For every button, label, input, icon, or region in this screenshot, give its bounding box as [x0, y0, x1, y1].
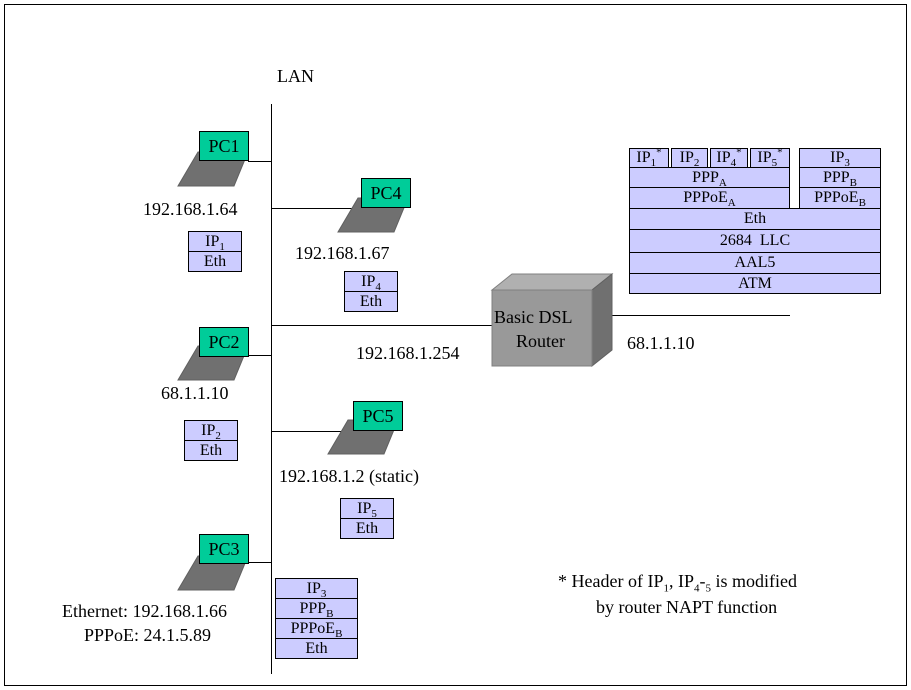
pc5-stack-eth: Eth [340, 518, 394, 539]
pc2-address: 68.1.1.10 [161, 383, 229, 403]
pc2-stack-ip: IP2 [184, 420, 238, 441]
pc2-label: PC2 [199, 327, 249, 357]
pc3-stack-ppp: PPPB [275, 598, 358, 619]
pc3-stack-pppoe: PPPoEB [275, 618, 358, 639]
pc5-address: 192.168.1.2 (static) [279, 466, 419, 486]
router-stack-eth: Eth [629, 208, 881, 230]
router-stack-ip2: IP2 [671, 148, 708, 168]
pc3-label: PC3 [199, 534, 249, 564]
pc4-stack-ip: IP4 [344, 271, 398, 292]
router-stack-ip3: IP3 [799, 148, 881, 168]
pc1-label: PC1 [199, 131, 249, 161]
router-wan-link [605, 315, 790, 316]
pc4-link [271, 208, 363, 209]
lan-backbone [271, 104, 272, 674]
router-stack-ip1: IP1* [629, 148, 669, 168]
router-stack-atm: ATM [629, 273, 881, 294]
router-wan-ip: 68.1.1.10 [627, 333, 695, 353]
napt-note-line1: * Header of IP1, IP4-5 is modified [558, 571, 797, 595]
router-stack-aal5: AAL5 [629, 252, 881, 274]
router-stack-ip5: IP5* [750, 148, 790, 168]
pc1-stack-eth: Eth [188, 251, 242, 272]
pc3-address-ethernet: Ethernet: 192.168.1.66 [62, 601, 227, 621]
pc4-label: PC4 [361, 178, 411, 208]
pc2-link [248, 355, 272, 356]
router-lan-link [271, 325, 493, 326]
pc2-stack-eth: Eth [184, 440, 238, 461]
pc3-stack-eth: Eth [275, 638, 358, 659]
pc1-address: 192.168.1.64 [143, 199, 238, 219]
router-label-line2: Router [516, 331, 565, 351]
lan-label: LAN [277, 66, 314, 86]
pc4-address: 192.168.1.67 [295, 243, 390, 263]
router-stack-pppoe-b: PPPoEB [799, 187, 881, 209]
pc1-link [248, 161, 272, 162]
router-stack-ppp-a: PPPA [629, 167, 790, 188]
pc3-address-pppoe: PPPoE: 24.1.5.89 [84, 625, 212, 645]
router-box [490, 272, 614, 368]
router-lan-ip: 192.168.1.254 [356, 343, 460, 363]
diagram-frame [4, 4, 907, 686]
pc1-stack-ip: IP1 [188, 231, 242, 252]
router-stack-ppp-b: PPPB [799, 167, 881, 188]
pc5-label: PC5 [353, 401, 403, 431]
router-label-line1: Basic DSL [494, 307, 573, 327]
pc5-link [271, 431, 363, 432]
pc5-stack-ip: IP5 [340, 498, 394, 519]
napt-note-line2: by router NAPT function [596, 597, 778, 617]
pc3-stack-ip: IP3 [275, 578, 358, 599]
pc3-link [248, 562, 272, 563]
router-stack-pppoe-a: PPPoEA [629, 187, 790, 209]
pc4-stack-eth: Eth [344, 291, 398, 312]
router-stack-ip4: IP4* [710, 148, 748, 168]
router-stack-llc: 2684 LLC [629, 229, 881, 253]
